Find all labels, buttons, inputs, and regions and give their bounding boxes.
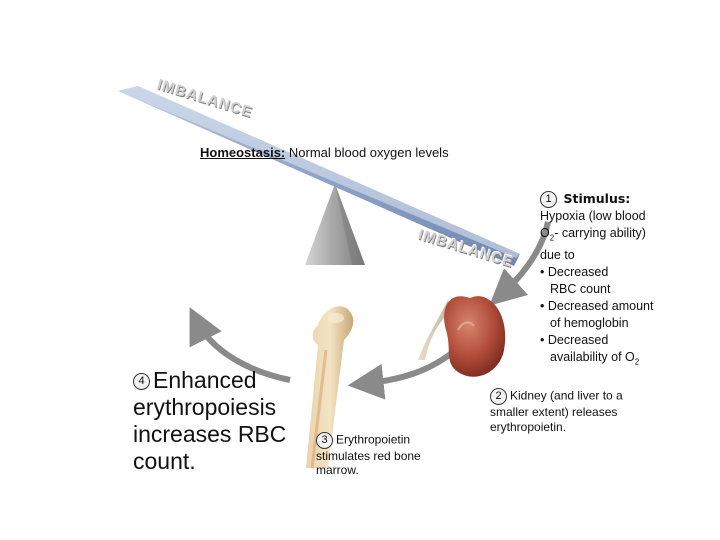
arrow-feedback-to-balance xyxy=(189,307,291,383)
arrow-stimulus-to-kidney xyxy=(489,221,551,306)
homeostasis-label: Homeostasis: xyxy=(200,145,286,160)
homeostasis-caption: Homeostasis: Normal blood oxygen levels xyxy=(200,145,449,160)
step-1-title: Stimulus: xyxy=(563,191,631,206)
step-1-bullet-1a: • Decreased xyxy=(540,264,609,279)
step-1-line-2: O2- carrying ability) xyxy=(540,226,646,243)
fulcrum xyxy=(305,184,365,265)
step-1-bullet-2b: of hemoglobin xyxy=(550,315,629,330)
step-1-line-3: due to xyxy=(540,247,575,262)
arrow-kidney-to-bone xyxy=(347,345,460,400)
step-3-text: Erythropoietin stimulates red bone marro… xyxy=(316,432,421,477)
bone-illustration xyxy=(306,306,354,469)
step-1-bullet-2a: • Decreased amount xyxy=(540,298,654,313)
step-4-text: Enhanced erythropoiesis increases RBC co… xyxy=(133,367,287,474)
step-1-line-1: Hypoxia (low blood xyxy=(540,209,646,224)
kidney-illustration xyxy=(418,296,506,377)
step-4-number: 4 xyxy=(133,373,150,391)
step-2-text: Kidney (and liver to a smaller extent) r… xyxy=(490,388,623,434)
step-1-bullet-3b: availability of O2 xyxy=(550,349,640,367)
homeostasis-text: Normal blood oxygen levels xyxy=(288,145,449,160)
step-1-number: 1 xyxy=(540,191,557,209)
step-1-stimulus: 1 Stimulus: Hypoxia (low blood O2- carry… xyxy=(540,190,653,370)
step-1-bullet-1b: RBC count xyxy=(550,281,611,296)
step-1-bullet-3a: • Decreased xyxy=(540,332,609,347)
step-2-number: 2 xyxy=(490,388,507,405)
